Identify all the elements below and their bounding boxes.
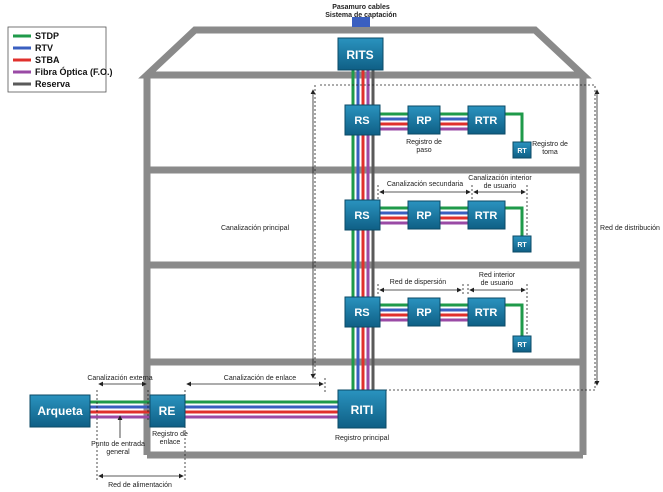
rt-box-floor-3: RT — [512, 335, 532, 353]
rs-box-floor-3: RS — [344, 296, 381, 328]
rt-box-floor-1: RT — [512, 141, 532, 159]
rtr-box-floor-2: RTR — [467, 200, 506, 230]
riti-box: RITI — [337, 389, 387, 429]
svg-text:RS: RS — [354, 115, 369, 127]
svg-text:RTR: RTR — [475, 115, 498, 127]
sistema-captacion-label: Sistema de captación — [325, 12, 397, 19]
svg-text:RT: RT — [517, 242, 527, 249]
red-distribucion-label: Red de distribución — [600, 225, 660, 232]
canalizacion-principal-label: Canalización principal — [221, 225, 290, 232]
svg-text:RS: RS — [354, 210, 369, 222]
rp-box-floor-1: RP — [407, 105, 441, 135]
ground-cables — [90, 400, 340, 419]
arqueta-box: Arqueta — [29, 394, 91, 428]
dimension-arrows — [98, 89, 600, 479]
svg-text:RITI: RITI — [351, 403, 374, 417]
svg-text:STDP: STDP — [35, 31, 59, 41]
legend-item-fibra: Fibra Óptica (F.O.) — [13, 66, 113, 77]
svg-text:de usuario: de usuario — [481, 280, 514, 287]
svg-text:Fibra Óptica (F.O.): Fibra Óptica (F.O.) — [35, 66, 113, 77]
svg-text:toma: toma — [542, 149, 558, 156]
rt-box-floor-2: RT — [512, 235, 532, 253]
re-box: RE — [149, 394, 186, 428]
red-dispersion-label: Red de dispersión — [390, 279, 447, 286]
legend-item-stdp: STDP — [13, 31, 59, 41]
svg-text:general: general — [106, 449, 130, 456]
building-walls — [138, 26, 592, 459]
rs-box-floor-2: RS — [344, 199, 381, 231]
rits-box: RITS — [337, 17, 384, 71]
svg-text:RTV: RTV — [35, 43, 53, 53]
svg-text:RT: RT — [517, 342, 527, 349]
svg-text:RTR: RTR — [475, 307, 498, 319]
rits-label: RITS — [346, 48, 373, 62]
registro-principal-label: Registro principal — [335, 435, 390, 442]
svg-text:STBA: STBA — [35, 55, 60, 65]
rp-box-floor-2: RP — [407, 200, 441, 230]
canalizacion-enlace-label: Canalización de enlace — [224, 375, 296, 382]
svg-text:RT: RT — [517, 148, 527, 155]
legend-item-reserva: Reserva — [13, 79, 71, 89]
canalizacion-secundaria-label: Canalización secundaria — [387, 181, 463, 188]
svg-text:RS: RS — [354, 307, 369, 319]
svg-text:RP: RP — [416, 210, 431, 222]
annotations: Pasamuro cables Sistema de captación Reg… — [87, 4, 660, 489]
red-alimentacion-label: Red de alimentación — [108, 482, 172, 489]
punto-entrada-label: Punto de entrada — [91, 441, 145, 448]
svg-text:RE: RE — [159, 404, 176, 418]
svg-text:enlace: enlace — [160, 439, 181, 446]
svg-text:paso: paso — [416, 147, 431, 154]
svg-text:RP: RP — [416, 307, 431, 319]
rs-box-floor-1: RS — [344, 104, 381, 136]
svg-text:de usuario: de usuario — [484, 183, 517, 190]
pasamuro-icon — [352, 17, 370, 27]
legend: STDP RTV STBA Fibra Óptica (F.O.) Reserv… — [7, 26, 113, 93]
svg-text:Reserva: Reserva — [35, 79, 71, 89]
svg-text:RTR: RTR — [475, 210, 498, 222]
registro-enlace-label: Registro de — [152, 431, 188, 438]
rp-box-floor-3: RP — [407, 297, 441, 327]
registro-toma-label: Registro de — [532, 141, 568, 148]
registro-paso-label: Registro de — [406, 139, 442, 146]
rtr-box-floor-3: RTR — [467, 297, 506, 327]
canalizacion-externa-label: Canalización externa — [87, 375, 152, 382]
red-interior-label: Red interior — [479, 272, 516, 279]
pasamuro-label: Pasamuro cables — [332, 4, 390, 11]
legend-item-rtv: RTV — [13, 43, 53, 53]
legend-item-stba: STBA — [13, 55, 60, 65]
svg-text:Arqueta: Arqueta — [37, 404, 83, 418]
svg-text:RP: RP — [416, 115, 431, 127]
canalizacion-interior-label: Canalización interior — [468, 175, 532, 182]
rtr-box-floor-1: RTR — [467, 105, 506, 135]
